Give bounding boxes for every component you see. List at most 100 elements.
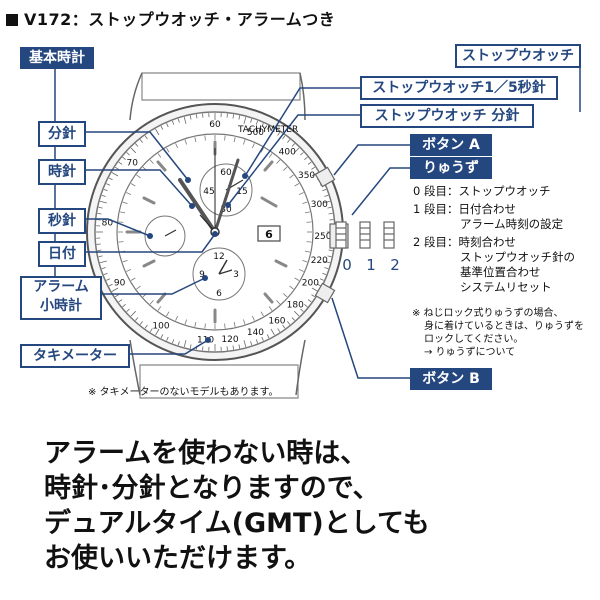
bezel-tick [287, 139, 291, 143]
dial-tick [130, 277, 136, 281]
crown-step-2-text2: ストップウオッチ針の [460, 250, 575, 264]
bezel-number: 200 [302, 279, 319, 289]
title-text: V172：ストップウオッチ・アラームつき [24, 10, 336, 29]
bezel-number: 160 [268, 316, 285, 326]
dial-tick [149, 300, 154, 305]
dial-tick [194, 321, 197, 327]
bezel-tick [126, 308, 130, 312]
tachymeter-note: ※ タキメーターのないモデルもあります。 [88, 387, 279, 398]
bezel-number: 300 [311, 200, 328, 210]
bezel-tick [122, 304, 126, 308]
dial-tick [130, 183, 136, 187]
bezel-tick [122, 156, 126, 160]
bezel-number: 80 [102, 219, 114, 229]
date-window [257, 225, 281, 242]
dial-tick [157, 306, 162, 311]
crown-step-1-label: 1 段目： [413, 202, 459, 216]
crown-position-number: 0 [342, 256, 352, 274]
crown-step-0: 0 段目：ストップウオッチ [413, 184, 575, 199]
bezel-tick [183, 116, 187, 124]
bezel-tick [135, 143, 139, 147]
bezel-tick [266, 125, 270, 130]
dial-tick [233, 137, 236, 143]
subdial-top-number: 15 [236, 187, 247, 197]
dial-tick [126, 192, 132, 195]
dial-tick [136, 285, 141, 290]
bezel-tick [177, 118, 180, 123]
label-stopwatch: ストップウオッチ [455, 44, 581, 68]
subdial-top-number: 30 [220, 205, 232, 215]
dial-tick [294, 277, 300, 281]
dial-tick [302, 260, 308, 263]
bezel-tick [266, 334, 270, 339]
bezel-number: 60 [209, 120, 221, 130]
bezel-tick [322, 272, 327, 276]
subdial-bottom-number: 6 [216, 289, 222, 299]
bezel-tick [118, 299, 123, 303]
bezel-tick [160, 125, 164, 130]
subdial-bottom-number: 3 [233, 270, 239, 280]
label-stopwatch-minute: ストップウオッチ 分針 [360, 104, 534, 128]
dial-tick [306, 221, 312, 223]
bezel-tick [328, 249, 333, 252]
main-text-line1: アラームを使わない時は、 [44, 438, 368, 469]
crown-step-2-text3: 基準位置合わせ [460, 265, 541, 279]
dial-tick [302, 201, 308, 204]
dial-tick [260, 147, 264, 153]
bezel-tick [304, 304, 308, 308]
upper-strap [141, 72, 301, 101]
crown-note-link[interactable]: → りゅうずについて [424, 347, 516, 358]
label-crown: りゅうず [410, 157, 492, 179]
button-a [314, 166, 336, 188]
dial-tick [252, 143, 255, 149]
dial-tick [120, 211, 126, 214]
crown-note-line3: ロックしてください。 [424, 334, 524, 345]
page-title: V172：ストップウオッチ・アラームつき [6, 6, 335, 30]
dial-tick [149, 159, 154, 164]
bezel-tick [189, 115, 192, 120]
dial-tick [268, 153, 273, 158]
label-alarm-subdial: アラーム 小時計 [20, 276, 102, 320]
bezel-tick [135, 317, 139, 321]
bezel-tick [99, 260, 107, 264]
dial-tick [175, 315, 178, 321]
dial-tick [306, 241, 312, 243]
bezel-tick [149, 328, 153, 333]
dial-tick [166, 147, 170, 153]
bezel-tick [300, 308, 304, 312]
crown-note-line1: ※ ねじロック式りゅうずの場合、 [412, 308, 564, 319]
bezel-number: 500 [247, 128, 264, 138]
bezel-tick [243, 116, 247, 124]
bezel-tick [277, 328, 281, 333]
dial-tick [276, 300, 281, 305]
bezel-tick [111, 172, 119, 177]
crown-step-1: 1 段目：日付合わせ [413, 202, 575, 217]
date-value: 6 [265, 228, 273, 241]
bezel-tick [324, 267, 329, 270]
dial-tick [252, 315, 255, 321]
bezel-tick [250, 118, 253, 123]
dial-tick [224, 323, 226, 329]
main-text-line4: お使いいただけます。 [44, 543, 312, 574]
bezel-numbers: 6070809010011012014016018020022025030035… [102, 120, 332, 346]
crown-step-1-text: 日付合わせ [458, 202, 516, 216]
bezel-tick [261, 336, 264, 341]
bezel-tick [98, 255, 103, 258]
dial-tick [283, 293, 288, 298]
hour-hand [178, 178, 217, 234]
crown-note-line2: 身に着けているときは、りゅうずを [424, 321, 584, 332]
dial-tick [166, 311, 170, 317]
bezel-tick [323, 260, 331, 264]
dial-tick [175, 143, 178, 149]
crown-steps: 0 段目：ストップウオッチ 1 段目：日付合わせ アラーム時刻の設定 2 段目：… [413, 184, 575, 295]
bezel-tick [282, 135, 286, 140]
bezel-tick [327, 206, 332, 209]
crown-position-icons [335, 221, 395, 249]
bezel-tick [101, 194, 106, 197]
dial-tick [283, 166, 288, 171]
bezel-tick [101, 267, 106, 270]
label-button-b: ボタン B [410, 368, 492, 390]
